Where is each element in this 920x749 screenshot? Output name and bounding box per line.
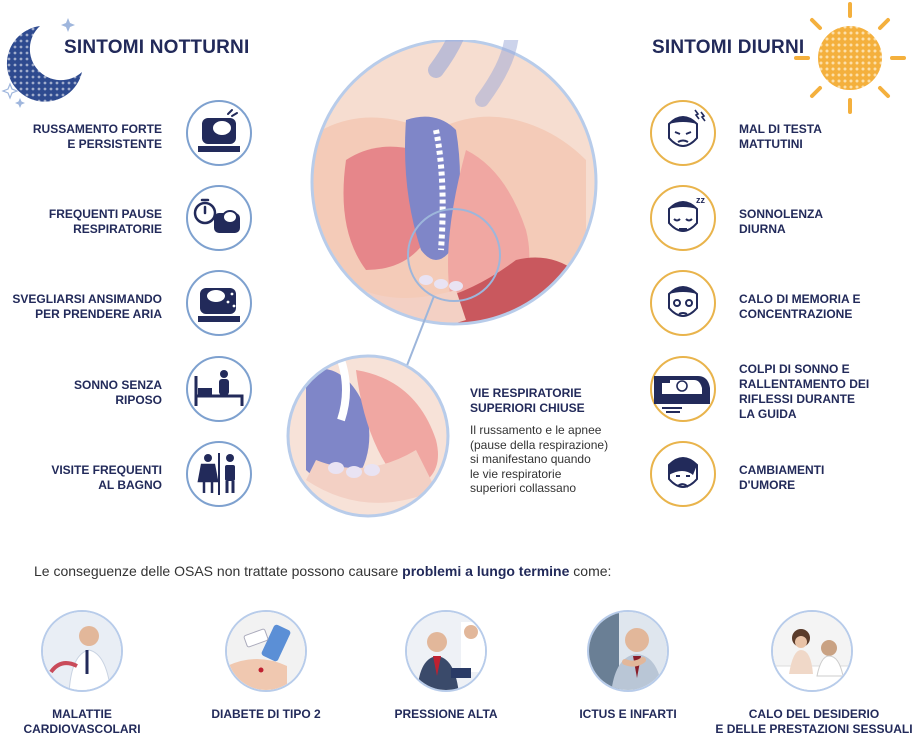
day-title: SINTOMI DIURNI [652,37,805,58]
diabetes-photo [225,610,307,692]
confused-face-icon [650,270,716,336]
gasping-sleeper-icon [186,270,252,336]
airway-description: Il russamento e le apnee(pause della res… [470,423,609,495]
bottom-label-diabetes: DIABETE DI TIPO 2 [211,707,321,721]
stopwatch-sleeper-icon [186,185,252,251]
high-pressure-photo [405,610,487,692]
bed-person-icon [186,356,252,422]
consequences-bold: problemi a lungo termine [402,563,570,579]
cardiovascular-photo [41,610,123,692]
bottom-label-pressure: PRESSIONE ALTA [394,707,498,721]
drowsy-driver-icon [650,356,716,422]
night-title: SINTOMI NOTTURNI [64,37,250,58]
sun-icon [794,2,906,114]
sleepy-face-icon: zz [650,185,716,251]
mood-face-icon [650,441,716,507]
sexual-dysfunction-photo [771,610,853,692]
bottom-label-stroke: ICTUS E INFARTI [579,707,677,721]
restroom-icon [186,441,252,507]
moon-icon [1,18,82,108]
consequences-text: Le conseguenze delle OSAS non trattate p… [34,563,612,579]
airway-anatomy-illustration [286,40,598,518]
snoring-sleeper-icon [186,100,252,166]
svg-text:zz: zz [696,195,706,205]
stroke-heart-attack-photo [587,610,669,692]
headache-face-icon [650,100,716,166]
